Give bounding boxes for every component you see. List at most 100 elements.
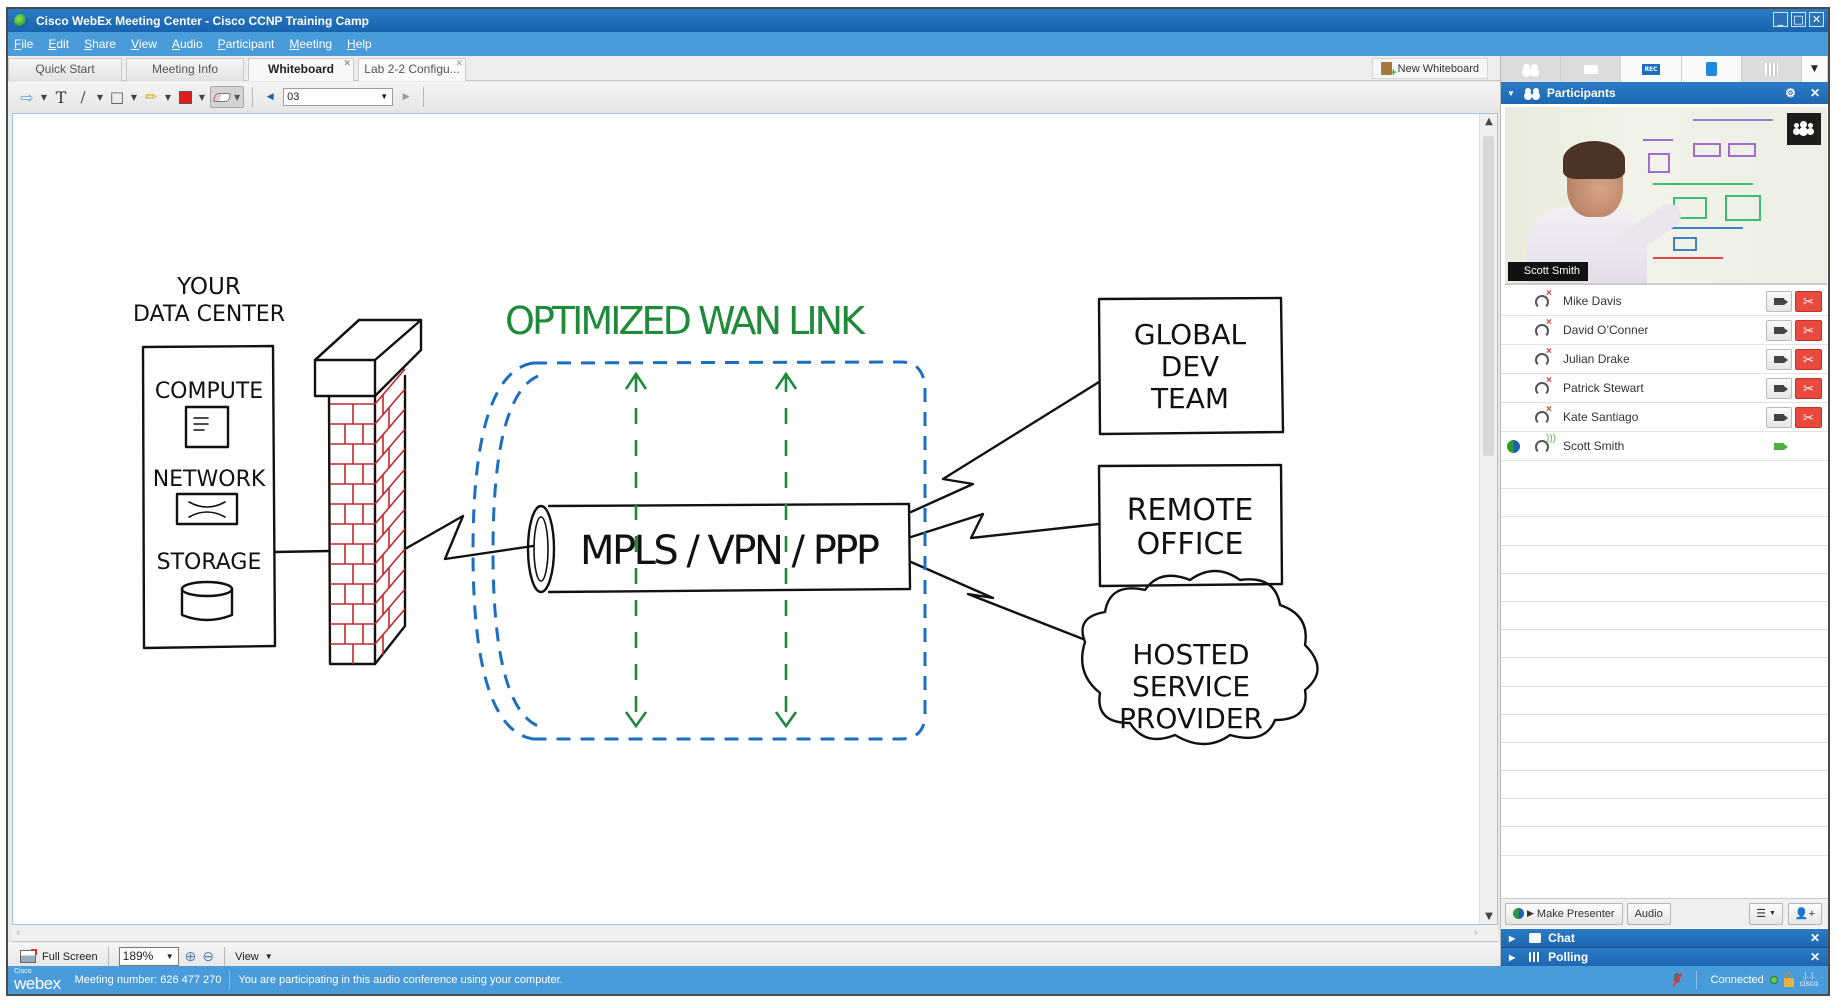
color-icon[interactable] xyxy=(176,86,194,108)
participants-header[interactable]: ▼ Participants ⚙✕ xyxy=(1501,82,1828,104)
empty-list-row xyxy=(1501,743,1828,772)
video-thumbnail[interactable]: Scott Smith xyxy=(1505,107,1827,285)
hang-up-button[interactable]: ✂ xyxy=(1795,291,1822,312)
close-icon[interactable]: ✕ xyxy=(1809,86,1820,100)
menu-share[interactable]: Share xyxy=(84,37,117,51)
text-icon[interactable]: T xyxy=(55,87,67,107)
previous-page-icon[interactable]: ◀ xyxy=(266,92,274,102)
menu-audio[interactable]: Audio xyxy=(171,37,203,51)
video-camera-button[interactable] xyxy=(1766,407,1792,428)
video-camera-button[interactable] xyxy=(1766,349,1792,370)
tab-quick-start[interactable]: Quick Start xyxy=(8,58,122,81)
menu-edit[interactable]: Edit xyxy=(48,37,70,51)
menu-view[interactable]: View xyxy=(131,37,157,51)
toolbar-divider xyxy=(107,946,109,967)
microphone-muted-icon[interactable] xyxy=(1672,972,1682,988)
logo-cisco-text: Cisco xyxy=(14,968,32,975)
expand-icon[interactable]: ▶ xyxy=(1509,952,1516,962)
color-dropdown[interactable]: ▼ xyxy=(198,92,206,102)
vertical-scrollbar[interactable]: ▲ ▼ xyxy=(1479,114,1497,924)
panel-options-button[interactable]: ▼ xyxy=(1802,56,1828,82)
participant-row[interactable]: )))Scott Smith xyxy=(1501,432,1828,461)
expand-icon[interactable]: ▶ xyxy=(1509,933,1516,943)
headset-muted-icon[interactable]: × xyxy=(1535,346,1552,367)
pencil-icon[interactable]: ✏ xyxy=(144,88,158,106)
recorder-panel-tab[interactable]: REC xyxy=(1621,56,1682,82)
eraser-icon[interactable]: ▼ xyxy=(210,86,245,108)
headset-muted-icon[interactable]: × xyxy=(1535,404,1552,425)
video-camera-button[interactable] xyxy=(1766,436,1792,457)
full-screen-icon[interactable] xyxy=(20,949,37,963)
scroll-thumb[interactable] xyxy=(1483,136,1494,456)
mpls-pipe xyxy=(547,502,912,594)
headset-muted-icon[interactable]: × xyxy=(1535,375,1552,396)
gear-icon[interactable]: ⚙ xyxy=(1785,86,1796,100)
tab-meeting-info[interactable]: Meeting Info xyxy=(126,58,244,81)
hang-up-button[interactable]: ✂ xyxy=(1795,378,1822,399)
arrow-pointer-icon[interactable]: ⇨ xyxy=(20,87,34,107)
scroll-right-icon[interactable]: › xyxy=(1473,926,1478,939)
rectangle-icon[interactable]: □ xyxy=(109,88,125,106)
zoom-in-icon[interactable]: ⊕ xyxy=(184,948,197,964)
zoom-out-icon[interactable]: ⊖ xyxy=(202,948,215,964)
make-presenter-button[interactable]: ▶Make Presenter xyxy=(1505,902,1623,925)
collapse-icon[interactable]: ▼ xyxy=(1507,88,1515,98)
close-tab-icon[interactable]: ✕ xyxy=(455,58,463,68)
participants-panel-tab[interactable] xyxy=(1501,56,1562,82)
invite-button[interactable]: 👤+ xyxy=(1787,902,1822,925)
participant-row[interactable]: ×Patrick Stewart✂ xyxy=(1501,374,1828,403)
participant-row[interactable]: ×Julian Drake✂ xyxy=(1501,345,1828,374)
video-camera-button[interactable] xyxy=(1766,291,1792,312)
chat-panel-header[interactable]: ▶ Chat ✕ xyxy=(1501,929,1828,948)
hang-up-button[interactable]: ✂ xyxy=(1795,320,1822,341)
list-options-button[interactable]: ☰▼ xyxy=(1749,902,1783,925)
polling-panel-header[interactable]: ▶ Polling ✕ xyxy=(1501,948,1828,967)
polling-panel-tab[interactable] xyxy=(1742,56,1803,82)
hang-up-button[interactable]: ✂ xyxy=(1795,407,1822,428)
new-whiteboard-button[interactable]: New Whiteboard xyxy=(1371,58,1488,79)
close-button[interactable]: ✕ xyxy=(1809,12,1824,27)
view-menu-button[interactable]: View xyxy=(235,950,259,963)
minimize-button[interactable]: _ xyxy=(1773,12,1788,27)
line-icon[interactable]: ∕ xyxy=(80,88,86,106)
tab-lab-2-2[interactable]: Lab 2-2 Configu...✕ xyxy=(358,58,466,81)
menu-file[interactable]: File xyxy=(14,37,34,51)
headset-muted-icon[interactable]: × xyxy=(1535,317,1552,338)
menu-help[interactable]: Help xyxy=(347,37,372,51)
participant-row[interactable]: ×David O’Conner✂ xyxy=(1501,316,1828,345)
video-camera-button[interactable] xyxy=(1766,320,1792,341)
pencil-dropdown[interactable]: ▼ xyxy=(164,92,172,102)
rectangle-dropdown[interactable]: ▼ xyxy=(130,92,138,102)
close-icon[interactable]: ✕ xyxy=(1809,950,1820,964)
menu-meeting[interactable]: Meeting xyxy=(289,37,333,51)
hang-up-button[interactable]: ✂ xyxy=(1795,349,1822,370)
headset-speaking-icon[interactable]: ))) xyxy=(1535,433,1556,454)
close-tab-icon[interactable]: ✕ xyxy=(343,58,351,68)
scroll-left-icon[interactable]: ‹ xyxy=(16,926,21,939)
participant-row[interactable]: ×Kate Santiago✂ xyxy=(1501,403,1828,432)
whiteboard-canvas[interactable]: YOUR DATA CENTER COMPUTE NETWORK STORAGE… xyxy=(12,113,1498,925)
tab-whiteboard[interactable]: Whiteboard✕ xyxy=(248,58,354,81)
participant-row[interactable]: ×Mike Davis✂ xyxy=(1501,287,1828,316)
restore-button[interactable]: □ xyxy=(1791,12,1806,27)
audio-button[interactable]: Audio xyxy=(1626,902,1671,925)
scroll-down-icon[interactable]: ▼ xyxy=(1485,911,1493,922)
line-dropdown[interactable]: ▼ xyxy=(96,92,104,102)
list-icon: ☰ xyxy=(1756,908,1766,920)
full-screen-button[interactable]: Full Screen xyxy=(42,950,98,963)
video-camera-icon xyxy=(1774,414,1788,421)
notes-panel-tab[interactable] xyxy=(1681,56,1742,82)
zoom-level-select[interactable]: 189%▼ xyxy=(118,947,179,966)
headset-muted-icon[interactable]: × xyxy=(1535,288,1552,309)
scroll-up-icon[interactable]: ▲ xyxy=(1485,116,1493,127)
next-page-icon[interactable]: ▶ xyxy=(402,92,410,102)
video-camera-button[interactable] xyxy=(1766,378,1792,399)
menu-participant[interactable]: Participant xyxy=(217,37,275,51)
link-remote-office xyxy=(909,512,1101,540)
video-layout-button[interactable] xyxy=(1787,113,1821,145)
arrow-dropdown[interactable]: ▼ xyxy=(40,92,48,102)
close-icon[interactable]: ✕ xyxy=(1809,931,1820,945)
page-selector[interactable]: 03▼ xyxy=(283,88,394,106)
chat-panel-tab[interactable] xyxy=(1561,56,1622,82)
horizontal-scrollbar[interactable]: ‹ › xyxy=(12,925,1498,942)
